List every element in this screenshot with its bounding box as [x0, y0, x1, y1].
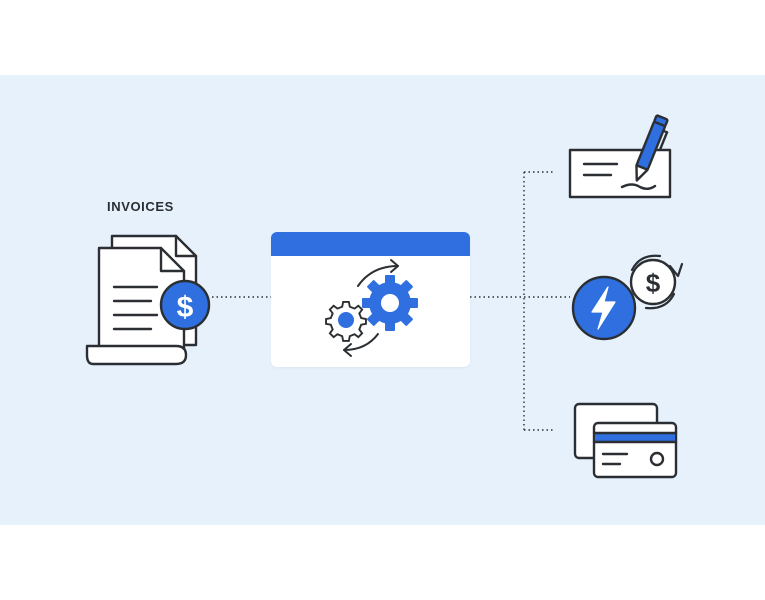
invoices-label: INVOICES — [107, 199, 174, 214]
large-gear-icon — [362, 275, 418, 331]
pen-icon — [635, 114, 669, 182]
front-card-stripe — [595, 433, 675, 442]
invoice-dollar-badge-icon: $ — [159, 279, 211, 331]
check-lines — [582, 162, 657, 190]
invoice-curl — [85, 344, 188, 366]
card-chip-circle — [649, 451, 665, 467]
cycle-arrows-icon — [343, 259, 399, 357]
invoice-text-lines — [112, 285, 159, 331]
svg-text:$: $ — [177, 291, 194, 324]
process-card — [271, 232, 470, 367]
front-card — [592, 421, 678, 479]
invoice-front-sheet-fold — [159, 246, 186, 273]
process-card-header — [271, 232, 470, 256]
dollar-exchange-icon: $ — [629, 254, 684, 310]
card-text-lines — [601, 452, 629, 466]
invoice-back-sheet-fold — [174, 234, 198, 258]
svg-text:$: $ — [646, 268, 661, 298]
lightning-circle-icon — [571, 275, 637, 341]
small-gear-icon — [325, 300, 367, 342]
